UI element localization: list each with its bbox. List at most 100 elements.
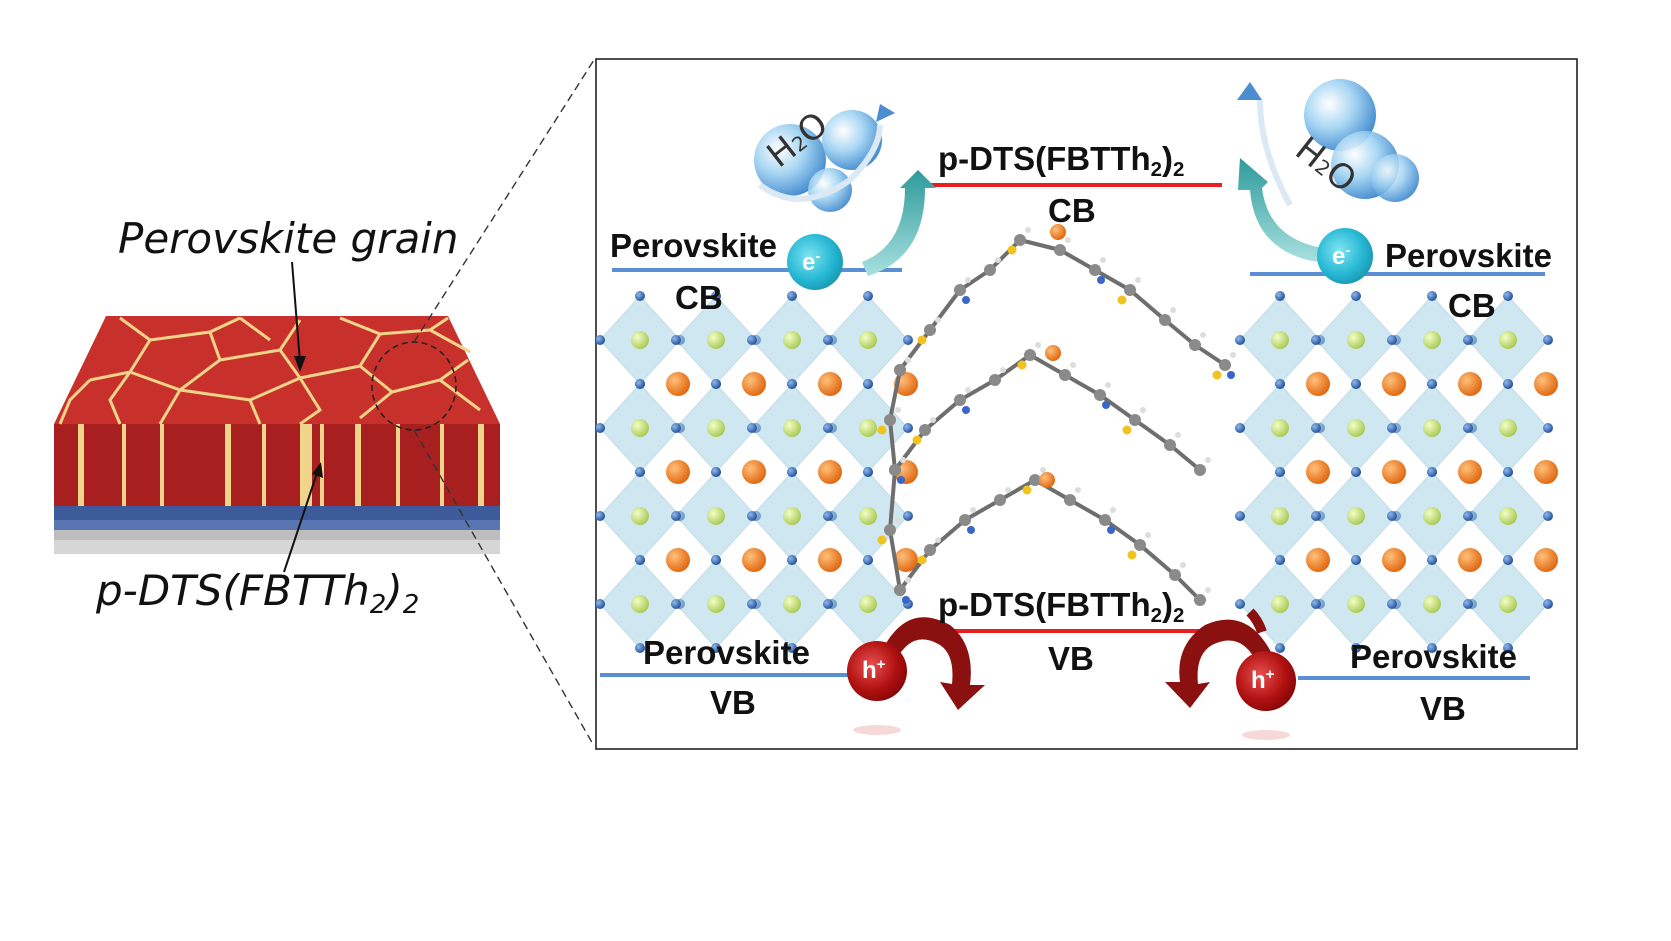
nitrogen-atom [967, 526, 975, 534]
carbon-atom [884, 524, 896, 536]
x-site-atom [1543, 335, 1553, 345]
molecule-bond [1168, 443, 1202, 472]
a-site-atom [818, 372, 842, 396]
b-site-atom [783, 419, 801, 437]
x-site-atom [1387, 511, 1397, 521]
x-site-atom [863, 291, 873, 301]
x-site-atom [903, 335, 913, 345]
hydrogen-atom [935, 317, 941, 323]
molecule-bond [888, 369, 902, 421]
a-site-atom [1534, 460, 1558, 484]
grain-boundary-top [298, 377, 323, 426]
grain-boundary-top [179, 349, 303, 402]
perovskite-vb-left-material-label: Perovskite [643, 634, 810, 671]
electron-left-label: e- [802, 248, 821, 276]
hydrogen-atom [1040, 467, 1046, 473]
x-site-atom [1387, 423, 1397, 433]
hydrogen-atom [1200, 332, 1206, 338]
nitrogen-atom [897, 476, 905, 484]
sulfur-atom [1122, 425, 1132, 435]
nitrogen-atom [1097, 276, 1105, 284]
x-site-atom [787, 643, 797, 653]
b-site-atom [631, 507, 649, 525]
x-site-atom [1311, 511, 1321, 521]
hydrogen-atom [895, 407, 901, 413]
hydrogen-atom [1065, 237, 1071, 243]
x-site-atom [1351, 643, 1361, 653]
x-site-atom [635, 555, 645, 565]
carbon-atom [1194, 464, 1206, 476]
donor-cb-material-label: p-DTS(FBTTh2)2 [938, 140, 1185, 182]
carbon-atom [1169, 569, 1181, 581]
x-site-atom [1351, 555, 1361, 565]
x-site-atom [903, 423, 913, 433]
grain-boundary-top [429, 328, 471, 354]
x-site-atom [1503, 467, 1513, 477]
x-site-atom [747, 335, 757, 345]
grain-pointer-arrow [291, 261, 306, 372]
carbon-atom [1064, 494, 1076, 506]
nitrogen-atom [1102, 401, 1110, 409]
sulfur-atom [917, 555, 927, 565]
b-site-atom [783, 331, 801, 349]
x-site-atom [1543, 511, 1553, 521]
donor-vb-band-label: VB [1048, 640, 1094, 677]
grain-boundary-vertical [160, 424, 164, 506]
molecule-bond [959, 378, 996, 402]
grain-boundary-vertical [122, 424, 126, 506]
x-site-atom [1235, 511, 1245, 521]
hydrogen-atom [1035, 342, 1041, 348]
hydrogen-atom [1100, 257, 1106, 263]
grain-boundary-top [299, 316, 383, 380]
x-site-atom [711, 379, 721, 389]
x-site-atom [1311, 335, 1321, 345]
hydrogen-atom [1000, 367, 1006, 373]
a-site-atom [1306, 460, 1330, 484]
molecule-bond [1069, 498, 1106, 522]
electron-right-label: e- [1332, 242, 1351, 270]
carbon-atom [1219, 359, 1231, 371]
grain-boundary-vertical [320, 424, 324, 506]
nitrogen-atom [962, 296, 970, 304]
x-site-atom [596, 423, 605, 433]
x-site-atom [711, 291, 721, 301]
b-site-atom [1347, 419, 1365, 437]
carbon-atom [1129, 414, 1141, 426]
molecule-bond [999, 478, 1036, 502]
grain-boundary-vertical [355, 424, 361, 506]
hydrogen-atom [1105, 382, 1111, 388]
x-site-atom [1311, 423, 1321, 433]
x-site-atom [1543, 423, 1553, 433]
sulfur-atom [877, 535, 887, 545]
hydrogen-atom [1170, 307, 1176, 313]
grain-boundary-top [58, 378, 92, 425]
nitrogen-atom [1227, 371, 1235, 379]
molecule-bond [988, 238, 1022, 272]
x-site-atom [671, 335, 681, 345]
b-site-atom [859, 595, 877, 613]
carbon-atom [924, 544, 936, 556]
hydrogen-atom [895, 517, 901, 523]
b-site-atom [859, 419, 877, 437]
x-site-atom [1503, 379, 1513, 389]
hydrogen-atom [905, 577, 911, 583]
carbon-atom [884, 414, 896, 426]
x-site-atom [863, 555, 873, 565]
molecule-bond [964, 498, 1001, 522]
sulfur-atom [1017, 360, 1027, 370]
sulfur-atom [1127, 550, 1137, 560]
carbon-atom [1194, 594, 1206, 606]
carbon-atom [894, 584, 906, 596]
hole-right-shadow [1242, 730, 1290, 740]
b-site-atom [1499, 419, 1517, 437]
b-site-atom [1271, 419, 1289, 437]
carbon-atom [1089, 264, 1101, 276]
x-site-atom [1427, 467, 1437, 477]
a-site-atom [818, 460, 842, 484]
x-site-atom [1275, 643, 1285, 653]
grain-boundary-vertical [225, 424, 231, 506]
grain-boundary-vertical [262, 424, 266, 506]
carbon-atom [954, 394, 966, 406]
